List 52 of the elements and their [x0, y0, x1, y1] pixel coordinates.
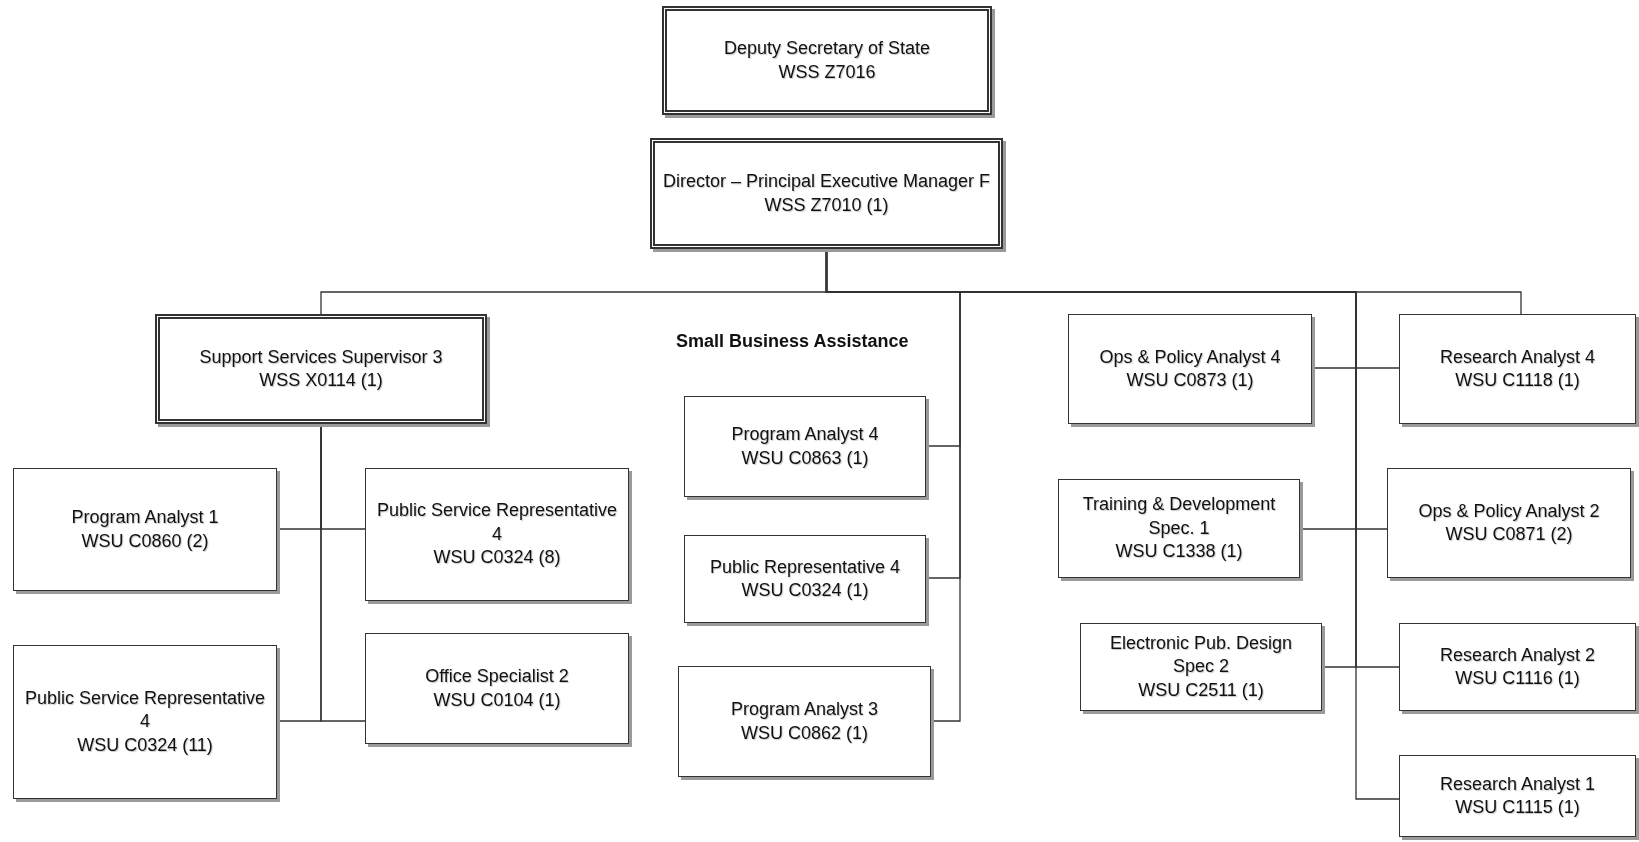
position-box [1399, 623, 1636, 711]
position-title: Program Analyst 3 [730, 698, 879, 722]
position-box [678, 666, 931, 777]
position-title: Director – Principal Executive Manager F [662, 170, 991, 194]
position-title: WSU C2511 (1) [1138, 678, 1264, 702]
position-title: Electronic Pub. Design Spec 2 [1108, 631, 1294, 679]
position-title: WSU C0324 (11) [77, 733, 213, 757]
position-title: Public Representative 4 [709, 555, 901, 579]
position-title: WSU C0324 (8) [433, 546, 561, 570]
position-title: Office Specialist 2 [425, 665, 569, 689]
position-box [1399, 314, 1636, 424]
position-title: WSU C1338 (1) [1115, 540, 1243, 564]
position-title: WSU C0863 (1) [741, 446, 869, 470]
position-title: WSS Z7010 (1) [764, 193, 889, 217]
position-title: WSU C0860 (2) [81, 529, 209, 553]
position-title: WSU C0324 (1) [741, 579, 869, 602]
position-box [1058, 479, 1300, 578]
position-box [1080, 623, 1322, 711]
position-title: WSU C1115 (1) [1455, 796, 1580, 819]
position-title: Training & Development Spec. 1 [1081, 493, 1277, 540]
position-title: Program Analyst 4 [731, 423, 879, 447]
position-box [365, 633, 629, 744]
position-title: Public Service Representative 4 [375, 499, 619, 546]
position-title: WSU C0871 (2) [1445, 523, 1573, 546]
position-title: WSU C1118 (1) [1455, 369, 1580, 392]
position-box [155, 314, 487, 424]
position-box [662, 6, 992, 115]
position-box [684, 535, 926, 623]
position-box [1399, 755, 1636, 837]
position-title: WSU C0862 (1) [740, 721, 868, 745]
position-title: WSU C0104 (1) [433, 688, 561, 712]
position-title: Deputy Secretary of State [723, 37, 931, 61]
position-box [684, 396, 926, 497]
position-title: Research Analyst 1 [1439, 772, 1596, 796]
position-box [365, 468, 629, 601]
position-title: WSS X0114 (1) [259, 369, 383, 392]
position-title: WSU C1116 (1) [1455, 667, 1580, 690]
position-title: WSS Z7016 [778, 60, 876, 84]
position-box [1387, 468, 1631, 578]
position-title: Program Analyst 1 [71, 506, 219, 530]
position-title: Research Analyst 2 [1439, 643, 1596, 667]
position-title: Ops & Policy Analyst 2 [1418, 499, 1600, 523]
group-heading: Small Business Assistance [676, 331, 909, 352]
position-box [1068, 314, 1312, 424]
position-box [650, 138, 1003, 249]
position-title: Ops & Policy Analyst 4 [1099, 345, 1281, 369]
position-title: Public Service Representative 4 [23, 686, 267, 734]
position-title: Support Services Supervisor 3 [199, 345, 443, 369]
position-title: WSU C0873 (1) [1126, 369, 1254, 392]
position-title: Research Analyst 4 [1439, 345, 1596, 369]
position-box [13, 468, 277, 591]
position-box [13, 645, 277, 799]
